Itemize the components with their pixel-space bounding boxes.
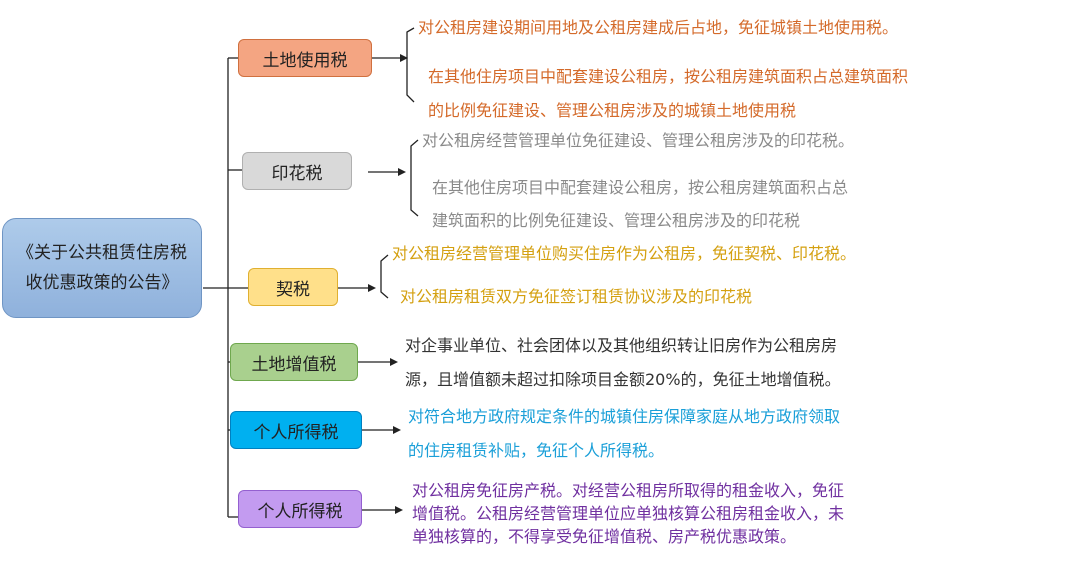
text-land-use-3: 的比例免征建设、管理公租房涉及的城镇土地使用税 bbox=[428, 101, 797, 120]
text-land-value-2: 源，且增值额未超过扣除项目金额20%的，免征土地增值税。 bbox=[405, 370, 841, 389]
arrowhead-1 bbox=[400, 54, 408, 62]
text-property-1: 对公租房免征房产税。对经营公租房所取得的租金收入，免征 bbox=[412, 481, 845, 500]
text-land-value-1: 对企事业单位、社会团体以及其他组织转让旧房作为公租房房 bbox=[405, 336, 838, 355]
category-label: 土地增值税 bbox=[251, 354, 337, 375]
text-property-3: 单独核算的，不得享受免征增值税、房产税优惠政策。 bbox=[412, 527, 797, 546]
text-land-use-2: 在其他住房项目中配套建设公租房，按公租房建筑面积占总建筑面积 bbox=[428, 67, 909, 86]
category-personal-income-tax: 个人所得税 bbox=[230, 411, 362, 449]
category-label: 契税 bbox=[276, 279, 310, 300]
category-stamp-tax: 印花税 bbox=[242, 152, 352, 190]
text-stamp-1: 对公租房经营管理单位免征建设、管理公租房涉及的印花税。 bbox=[422, 131, 855, 150]
text-property-2: 增值税。公租房经营管理单位应单独核算公租房租金收入，未 bbox=[412, 504, 845, 523]
category-deed-tax: 契税 bbox=[248, 268, 338, 306]
bracket-2 bbox=[410, 139, 419, 217]
arrowhead-5 bbox=[393, 426, 401, 434]
category-land-use-tax: 土地使用税 bbox=[238, 39, 372, 77]
text-stamp-3: 建筑面积的比例免征建设、管理公租房涉及的印花税 bbox=[432, 211, 801, 230]
arrowhead-6 bbox=[395, 506, 403, 514]
category-land-value-added-tax: 土地增值税 bbox=[230, 343, 358, 381]
arrowhead-4 bbox=[390, 358, 398, 366]
root-label: 《关于公共租赁住房税收优惠政策的公告》 bbox=[17, 243, 187, 293]
text-land-use-1: 对公租房建设期间用地及公租房建成后占地，免征城镇土地使用税。 bbox=[418, 18, 899, 37]
bracket-1 bbox=[406, 27, 415, 103]
text-income-1: 对符合地方政府规定条件的城镇住房保障家庭从地方政府领取 bbox=[408, 407, 841, 426]
root-node: 《关于公共租赁住房税收优惠政策的公告》 bbox=[2, 218, 202, 318]
text-stamp-2: 在其他住房项目中配套建设公租房，按公租房建筑面积占总 bbox=[432, 178, 849, 197]
arrowhead-3 bbox=[368, 284, 376, 292]
category-label: 个人所得税 bbox=[253, 422, 339, 443]
arrowhead-2 bbox=[398, 168, 406, 176]
category-label: 印花税 bbox=[271, 163, 323, 184]
category-label: 土地使用税 bbox=[262, 50, 348, 71]
text-deed-1: 对公租房经营管理单位购买住房作为公租房，免征契税、印花税。 bbox=[392, 244, 857, 263]
text-deed-2: 对公租房租赁双方免征签订租赁协议涉及的印花税 bbox=[400, 287, 753, 306]
category-personal-income-tax-2: 个人所得税 bbox=[238, 490, 362, 528]
bracket-3 bbox=[380, 254, 389, 299]
text-income-2: 的住房租赁补贴，免征个人所得税。 bbox=[408, 441, 665, 460]
category-label: 个人所得税 bbox=[257, 501, 343, 522]
